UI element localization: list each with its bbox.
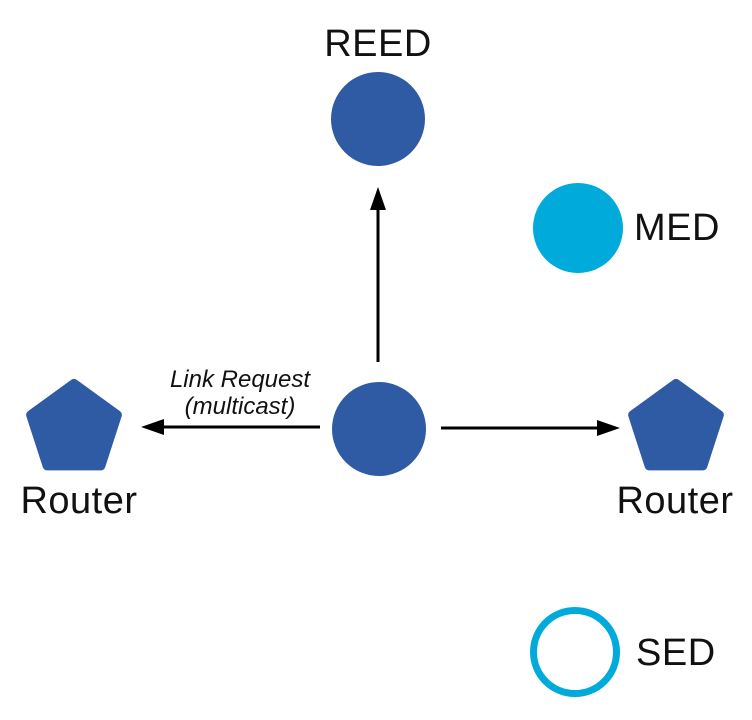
med-label: MED <box>634 207 720 249</box>
link-request-annotation-line2: (multicast) <box>184 393 296 420</box>
link-request-annotation-line1: Link Request <box>169 366 311 393</box>
router-left-label: Router <box>20 480 138 522</box>
reed-node-circle <box>331 72 425 166</box>
center-node-circle <box>332 382 426 476</box>
med-node-circle <box>533 183 623 273</box>
reed-label: REED <box>324 23 432 65</box>
sed-node-circle-outline <box>530 607 620 697</box>
router-left-pentagon <box>26 379 122 471</box>
link-request-annotation: Link Request (multicast) <box>170 366 310 420</box>
router-right-label: Router <box>616 480 734 522</box>
router-right-pentagon <box>628 379 724 471</box>
sed-label: SED <box>636 632 716 674</box>
